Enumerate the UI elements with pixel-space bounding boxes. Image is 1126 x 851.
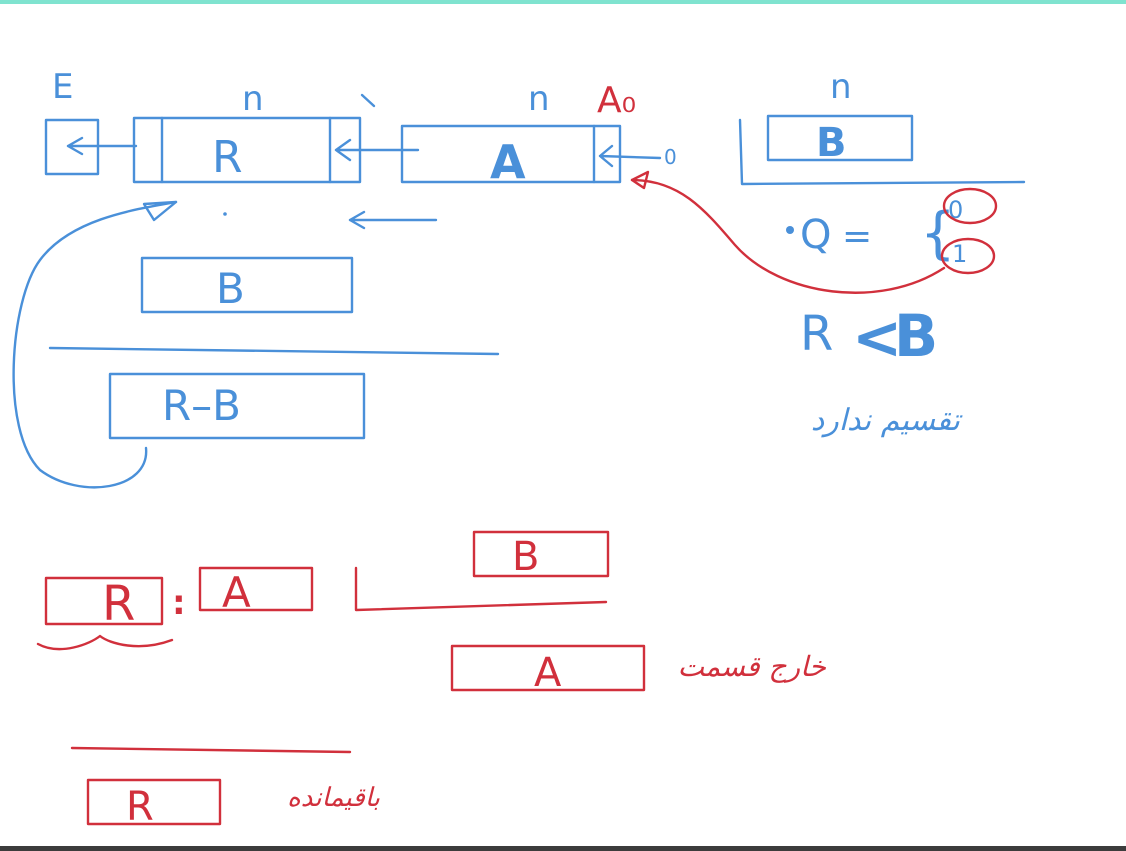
red-remainder-box	[86, 778, 222, 826]
circle-1	[940, 237, 996, 275]
red-r-box	[44, 576, 164, 626]
r-minus-b-label: R–B	[162, 381, 241, 430]
label-a0: A₀	[597, 80, 636, 121]
q-letter: Q	[800, 212, 831, 258]
shift-arrow-a	[598, 144, 662, 168]
r-minus-b-box	[108, 372, 366, 440]
in-bit: 0	[664, 145, 677, 169]
label-n-r: n	[242, 79, 264, 119]
loop-arrowhead	[142, 200, 178, 222]
divisor-box: n B	[738, 67, 1026, 186]
tick-mark	[360, 93, 376, 108]
red-remainder-label: R	[126, 784, 154, 830]
b-sub-box	[140, 256, 354, 314]
red-a-box	[198, 566, 314, 612]
red-r-label: R	[102, 576, 135, 632]
blue-subtraction: B R–B	[12, 200, 500, 489]
red-division-bracket	[354, 566, 608, 612]
remainder-note: باقیمانده	[287, 783, 380, 813]
red-b-box	[472, 530, 610, 578]
a-cell-label: A	[490, 135, 526, 189]
r-cell-label: R	[212, 132, 243, 183]
b-cell	[766, 114, 914, 162]
label-n-b: n	[830, 67, 852, 107]
red-remainder-line	[70, 746, 352, 754]
q-set: Q = { 0 1	[786, 187, 998, 275]
brace: {	[920, 201, 956, 266]
label-e: E	[52, 67, 73, 107]
sub-line	[48, 346, 500, 356]
compare-right: B	[894, 302, 938, 370]
red-b-label: B	[512, 534, 539, 580]
compare-expr: R < B تقسیم ندارد	[800, 302, 963, 438]
compare-left: R	[800, 306, 833, 362]
quotient-note: خارج قسمت	[678, 650, 827, 683]
bottom-bar	[0, 846, 1126, 851]
dot-mark	[223, 212, 227, 216]
compare-op: <	[852, 303, 902, 373]
loop-arrow	[12, 200, 178, 489]
underbrace	[36, 634, 174, 651]
red-a-label: A	[222, 568, 251, 617]
red-arrowhead	[630, 170, 650, 190]
red-feedback-arrow	[630, 178, 946, 294]
label-n-a: n	[528, 79, 550, 119]
left-arrow	[348, 210, 438, 230]
equals-sign: =	[842, 216, 872, 257]
r-cell-dividers	[160, 116, 332, 184]
r-cell	[132, 116, 362, 184]
q-bullet	[786, 226, 794, 234]
red-quotient-box	[450, 644, 646, 692]
circle-0	[942, 187, 998, 225]
a-cell	[400, 124, 622, 184]
red-colon: :	[172, 583, 186, 623]
division-bracket	[738, 118, 1026, 186]
red-division: R : A B A خارج قسمت R باقیمانده	[36, 530, 827, 830]
compare-note: تقسیم ندارد	[811, 403, 963, 438]
b-sub-label: B	[216, 264, 245, 313]
top-register: E n n A₀ R A 0	[44, 67, 677, 230]
shift-arrow-r	[334, 138, 420, 162]
top-accent-bar	[0, 0, 1126, 4]
b-cell-label: B	[816, 120, 847, 166]
set-item-1: 1	[952, 240, 967, 268]
shift-arrow-e	[66, 136, 138, 156]
red-quotient-label: A	[534, 650, 562, 696]
